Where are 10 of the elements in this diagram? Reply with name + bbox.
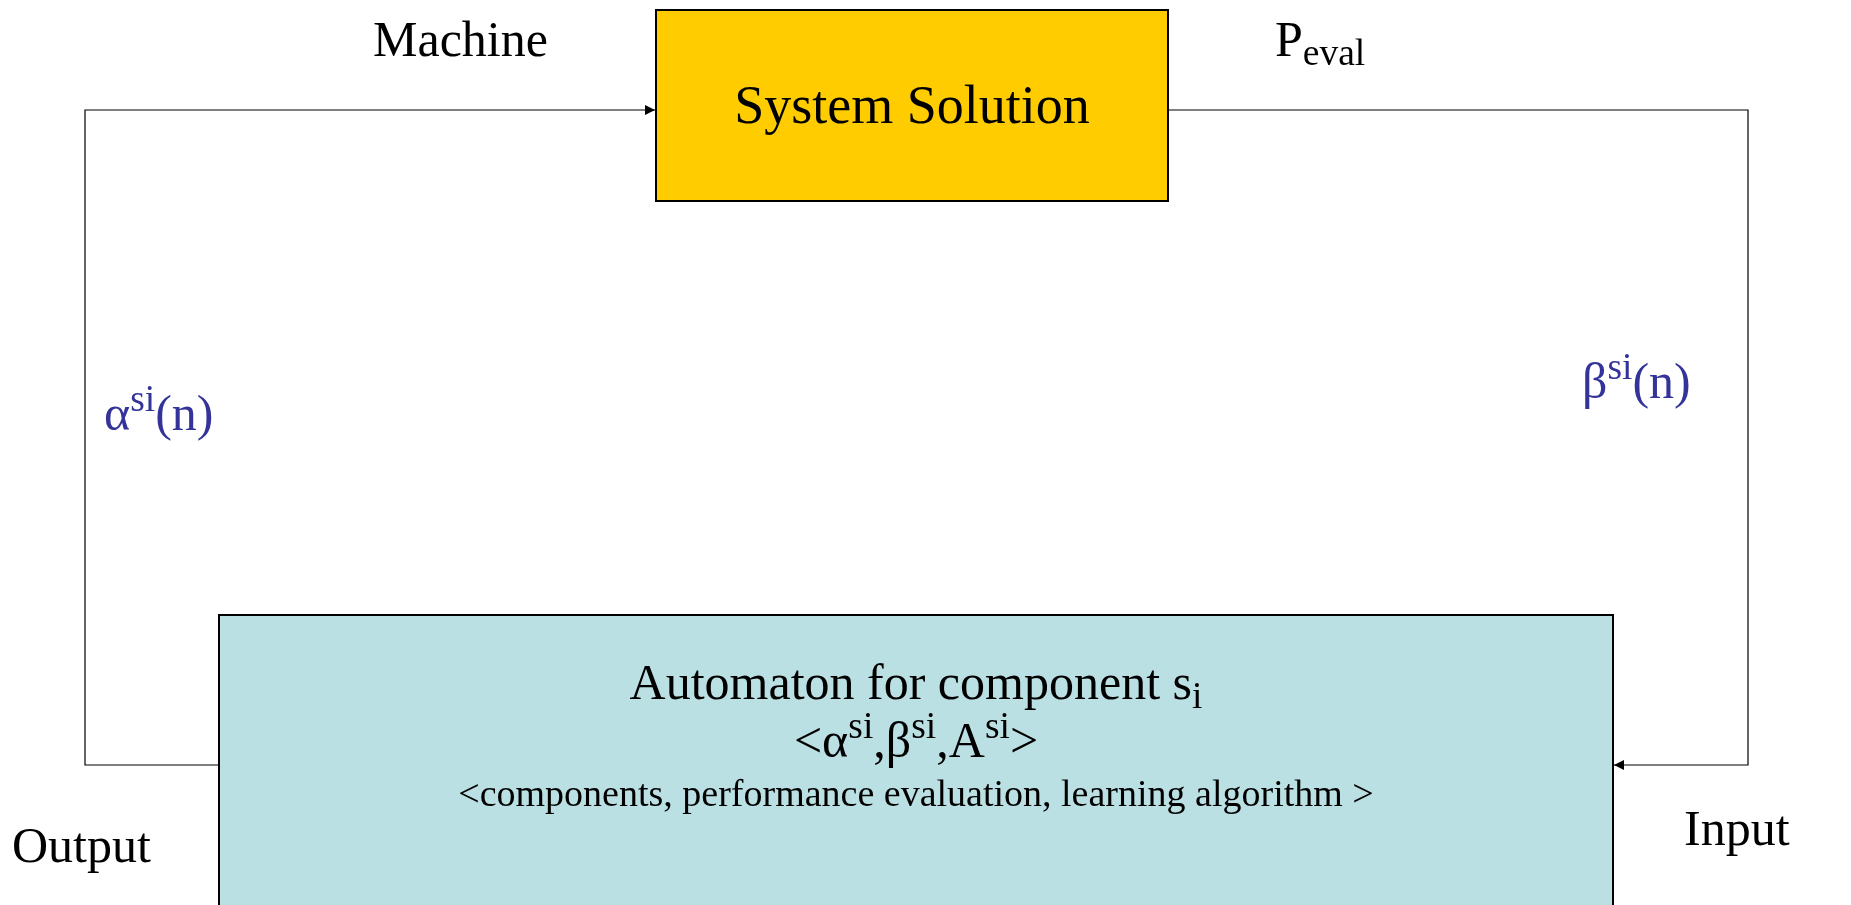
- process-box: [218, 614, 1614, 905]
- box-text: <components, performance evaluation, learning algorithm >: [458, 771, 1374, 816]
- connector-arrow: [84, 105, 656, 766]
- process-box: [655, 9, 1169, 202]
- box-text: <α$^{si}$,β$^{si}$,A$^{si}$>: [793, 711, 1039, 769]
- box-title: Automaton for component s$_{i}$: [629, 654, 1203, 712]
- port-label: Machine: [373, 14, 548, 64]
- connector-arrow: [1168, 109, 1749, 770]
- box-title: System Solution: [734, 74, 1090, 137]
- signal-label: P$_{eval}$: [1275, 14, 1366, 64]
